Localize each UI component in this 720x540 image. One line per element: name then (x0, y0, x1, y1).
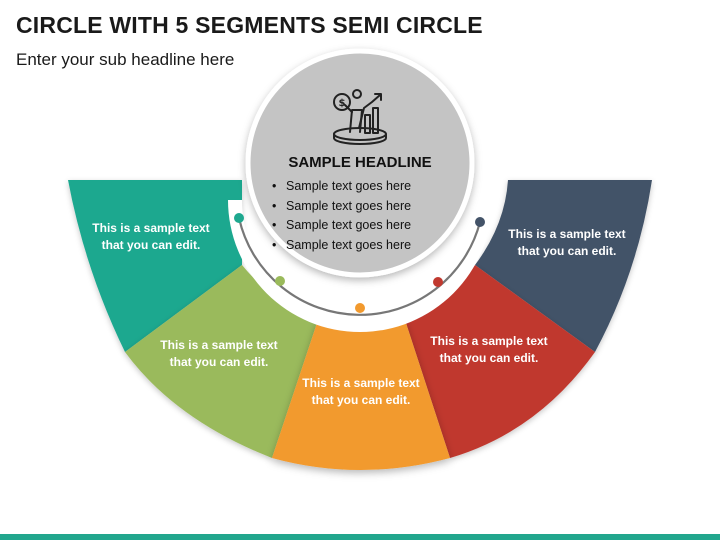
center-content: SAMPLE HEADLINE Sample text goes here Sa… (262, 154, 458, 255)
segment-2 (125, 265, 318, 458)
bullet-item: Sample text goes here (262, 216, 458, 236)
segment-4 (405, 265, 595, 458)
segment-4-text: This is a sample text that you can edit. (430, 334, 548, 365)
connector-dot-1 (234, 213, 244, 223)
connector-dot-4 (433, 277, 443, 287)
connector-arc (237, 217, 482, 316)
connector-dot-5 (475, 217, 485, 227)
segment-1 (68, 180, 242, 352)
connector-dot-3 (355, 303, 365, 313)
center-headline: SAMPLE HEADLINE (288, 154, 432, 171)
segment-3-text: This is a sample text that you can edit. (302, 376, 420, 407)
page-title: CIRCLE WITH 5 SEGMENTS SEMI CIRCLE (16, 12, 483, 38)
inner-arc-band (228, 200, 492, 332)
segment-5 (475, 180, 652, 352)
segment-1-text: This is a sample text that you can edit. (92, 221, 210, 252)
bullet-item: Sample text goes here (262, 177, 458, 197)
segment-2-text: This is a sample text that you can edit. (160, 338, 278, 369)
bullet-item: Sample text goes here (262, 197, 458, 217)
footer-accent-bar (0, 534, 720, 540)
connector-dot-2 (275, 276, 285, 286)
growth-chart-person-icon: $ (333, 89, 387, 145)
svg-text:$: $ (339, 98, 346, 109)
segment-3 (272, 320, 450, 470)
center-bullet-list: Sample text goes here Sample text goes h… (262, 177, 458, 255)
page-subtitle: Enter your sub headline here (16, 50, 235, 69)
segment-5-text: This is a sample text that you can edit. (508, 227, 626, 258)
bullet-item: Sample text goes here (262, 236, 458, 256)
